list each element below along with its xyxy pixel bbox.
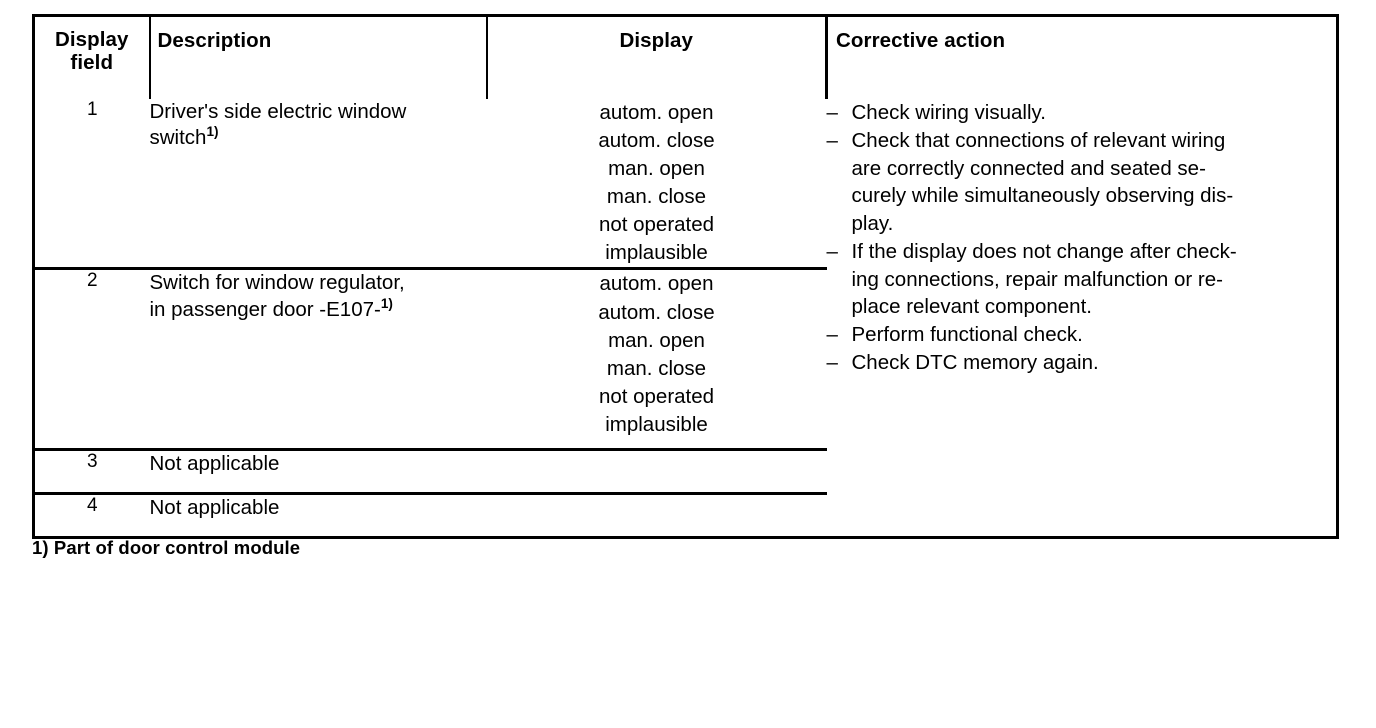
display-value: man. close (606, 356, 707, 380)
column-header-display-field-line2: field (70, 50, 114, 74)
cell-display-field: 4 (86, 495, 98, 517)
dash-bullet-icon: – (826, 350, 838, 374)
table-row: 3 Not applicable (33, 449, 1338, 496)
corrective-action-line: Check DTC memory again. (851, 350, 1099, 374)
footnote-marker: 1) (380, 295, 393, 311)
corrective-action-item: –Check that connections of relevant wiri… (827, 127, 1337, 238)
display-value: autom. close (598, 300, 715, 324)
display-value: not operated (598, 213, 715, 237)
display-value: not operated (598, 384, 715, 408)
footnote-text: 1) Part of door control module (32, 537, 301, 558)
corrective-action-line: ing connections, repair malfunction or r… (851, 267, 1223, 291)
cell-display-field: 3 (33, 449, 150, 496)
column-header-display-field-line1: Display (54, 28, 129, 51)
corrective-action-line: Check wiring visually. (851, 101, 1046, 124)
display-value: implausible (605, 412, 708, 436)
display-value: man. close (606, 185, 707, 209)
footnote-marker: 1) (206, 124, 219, 140)
corrective-action-item: –Check DTC memory again. (827, 349, 1337, 377)
corrective-action-line: curely while simultaneously observing di… (851, 184, 1234, 208)
corrective-action-line: place relevant component. (851, 295, 1092, 319)
description-line-2: in passenger door -E107- (149, 297, 381, 321)
corrective-action-line: play. (851, 212, 894, 236)
corrective-action-item: –Check wiring visually. (827, 99, 1337, 127)
corrective-action-line: If the display does not change after che… (851, 239, 1237, 263)
cell-corrective-action: –Check wiring visually. –Check that conn… (827, 99, 1338, 450)
display-value: autom. open (599, 272, 714, 296)
cell-display-values: autom. open autom. close man. open man. … (486, 268, 827, 452)
corrective-action-line: Check that connections of relevant wirin… (851, 128, 1226, 152)
column-header-corrective-action: Corrective action (836, 29, 1006, 52)
cell-display-field: 1 (33, 99, 150, 271)
description-line-1: Switch for window regulator, (149, 271, 405, 295)
display-value: man. open (608, 328, 705, 352)
dash-bullet-icon: – (826, 101, 838, 124)
cell-corrective-action-empty (827, 450, 1338, 538)
display-value: man. open (608, 157, 705, 181)
corrective-action-line: Perform functional check. (851, 323, 1083, 347)
column-header-display: Display (486, 15, 828, 99)
description-line-2: switch (149, 126, 207, 150)
display-value: autom. close (598, 129, 715, 153)
dash-bullet-icon: – (826, 323, 838, 347)
table-row: 2 Switch for window regulator,in passeng… (33, 268, 1338, 452)
cell-display-values (487, 494, 827, 538)
cell-display-values (486, 449, 827, 496)
column-header-description: Description (149, 15, 488, 99)
display-value: autom. open (599, 101, 714, 124)
table-row: 4 Not applicable (34, 494, 1338, 538)
corrective-action-item: –If the display does not change after ch… (827, 238, 1337, 321)
display-value: implausible (605, 241, 708, 265)
cell-display-field: 2 (33, 268, 150, 452)
description-line-1: Driver's side electric window (149, 100, 407, 123)
corrective-action-item: –Perform functional check. (827, 321, 1337, 349)
corrective-action-line: are correctly connected and seated se- (851, 156, 1206, 180)
corrective-action-list: –Check wiring visually. –Check that conn… (827, 99, 1337, 377)
dash-bullet-icon: – (826, 239, 838, 263)
cell-description: Switch for window regulator,in passenger… (149, 268, 487, 452)
dash-bullet-icon: – (826, 128, 838, 152)
cell-description: Driver's side electric window switch1) (149, 99, 487, 271)
cell-display-values: autom. open autom. close man. open man. … (486, 99, 827, 271)
cell-description: Not applicable (149, 496, 280, 520)
cell-description: Not applicable (149, 449, 487, 496)
